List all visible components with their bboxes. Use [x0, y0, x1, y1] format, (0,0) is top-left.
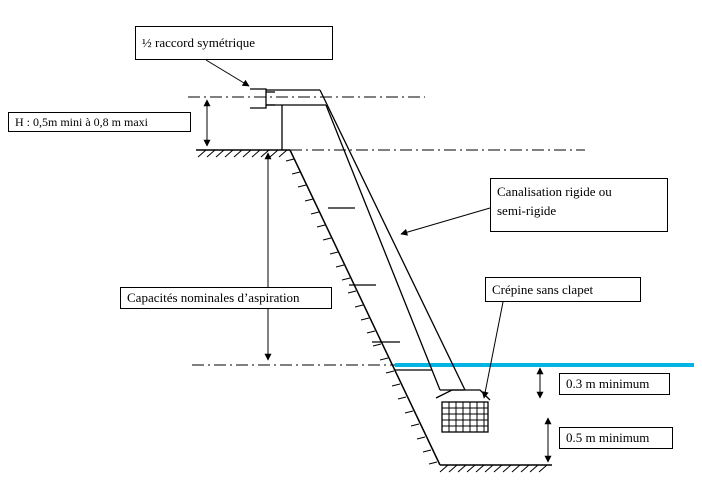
depth-03-label: 0.3 m minimum — [559, 373, 670, 395]
raccord-leader-arrow — [205, 59, 250, 87]
bottom-hatching — [439, 464, 548, 473]
canalisation-label: Canalisation rigide ou semi-rigide — [490, 178, 668, 232]
crepine-leader-arrow — [481, 301, 504, 399]
depth-05-label: 0.5 m minimum — [559, 427, 673, 449]
raccord-label: ½ raccord symétrique — [135, 26, 333, 60]
ground-hatching — [197, 149, 288, 158]
horizontal-pipe — [266, 89, 326, 150]
canalisation-leader-arrow — [400, 207, 491, 236]
suction-pipe — [319, 89, 466, 391]
bank-slope — [289, 149, 441, 466]
canalisation-label-line2: semi-rigide — [497, 203, 557, 218]
height-label: H : 0,5m mini à 0,8 m maxi — [8, 112, 191, 132]
canalisation-label-line1: Canalisation rigide ou — [497, 184, 612, 199]
strainer — [435, 389, 491, 433]
bank-hatching — [285, 158, 438, 465]
crepine-label: Crépine sans clapet — [485, 277, 641, 302]
capacites-label: Capacités nominales d’aspiration — [120, 287, 332, 309]
